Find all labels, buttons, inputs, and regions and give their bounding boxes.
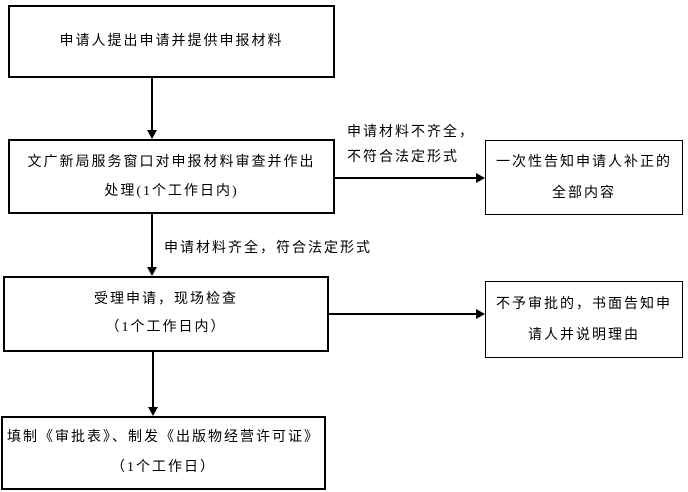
edge-label-materials-incomplete-line1: 申请材料不齐全， <box>347 125 475 140</box>
arrowhead-right-icon <box>476 173 485 183</box>
node-notify-correction: 一次性告知申请人补正的 全部内容 <box>485 140 683 215</box>
edge-label-materials-complete: 申请材料齐全，符合法定形式 <box>164 241 372 256</box>
arrowhead-down-icon <box>147 267 157 276</box>
node-window-review-line1: 文广新局服务窗口对申报材料审查并作出 <box>27 154 316 170</box>
connector-line-applicant-to-review <box>151 78 153 130</box>
node-accept-inspect-line2: （1个工作日内） <box>105 320 227 335</box>
node-issue-license-line1: 填制《审批表》、制发《出版物经营许可证》 <box>7 430 320 445</box>
edge-label-materials-incomplete-line2: 不符合法定形式 <box>347 150 459 165</box>
node-applicant-submit: 申请人提出申请并提供申报材料 <box>8 5 335 78</box>
node-accept-inspect: 受理申请，现场检查 （1个工作日内） <box>3 276 329 352</box>
connector-line-accept-to-issue <box>152 352 154 407</box>
node-issue-license: 填制《审批表》、制发《出版物经营许可证》 （1个工作日） <box>1 416 326 490</box>
node-notify-correction-line2: 全部内容 <box>552 185 616 201</box>
node-reject-notify-line1: 不予审批的，书面告知申 <box>496 296 672 312</box>
node-applicant-submit-text: 申请人提出申请并提供申报材料 <box>59 34 284 49</box>
node-reject-notify: 不予审批的，书面告知申 请人并说明理由 <box>485 281 683 358</box>
node-window-review: 文广新局服务窗口对申报材料审查并作出 处理(1个工作日内) <box>8 139 335 214</box>
edge-label-materials-incomplete: 申请材料不齐全， 不符合法定形式 <box>347 120 475 170</box>
connector-line-accept-to-reject <box>329 313 476 315</box>
arrowhead-down-icon <box>147 130 157 139</box>
connector-line-review-to-correction <box>335 177 477 179</box>
node-accept-inspect-line1: 受理申请，现场检查 <box>94 292 238 307</box>
connector-line-review-to-accept <box>151 214 153 267</box>
node-reject-notify-line2: 请人并说明理由 <box>528 327 640 343</box>
node-window-review-line2: 处理(1个工作日内) <box>104 183 239 199</box>
node-issue-license-line2: （1个工作日） <box>111 460 216 475</box>
arrowhead-down-icon <box>148 407 158 416</box>
arrowhead-right-icon <box>476 309 485 319</box>
node-notify-correction-line1: 一次性告知申请人补正的 <box>496 154 672 170</box>
